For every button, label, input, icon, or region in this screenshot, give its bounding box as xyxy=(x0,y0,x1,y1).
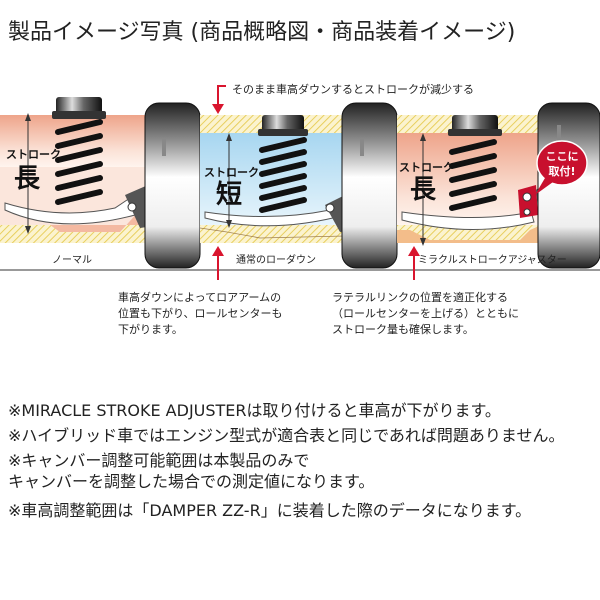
caption-left: 車高ダウンによってロアアームの 位置も下がり、ロールセンターも 下がります。 xyxy=(118,291,283,336)
stroke-value-lowered: 短 xyxy=(216,180,242,210)
note-3b: キャンバーを調整した場合での測定値になります。 xyxy=(8,472,375,491)
suspension-diagram: ストローク 長 ノーマル ストローク 短 通常のローダウン xyxy=(0,85,600,280)
install-here-callout: ここに 取付! xyxy=(535,140,588,195)
note-1: ※MIRACLE STROKE ADJUSTERは取り付けると車高が下がります。 xyxy=(8,401,501,420)
stroke-label-miracle: ストローク xyxy=(399,161,454,174)
stroke-label-lowered: ストローク xyxy=(204,166,259,179)
caption-miracle: ミラクルストロークアジャスター xyxy=(418,254,567,266)
svg-text:ここに: ここに xyxy=(546,150,579,163)
note-2: ※ハイブリッド車ではエンジン型式が適合表と同じであれば問題ありません。 xyxy=(8,426,565,445)
caption-lowered: 通常のローダウン xyxy=(236,253,316,266)
product-notes: ※MIRACLE STROKE ADJUSTERは取り付けると車高が下がります。… xyxy=(8,398,564,523)
caption-right: ラテラルリンクの位置を適正化する （ロールセンターを上げる）とともに ストローク… xyxy=(332,291,519,336)
svg-text:取付!: 取付! xyxy=(548,164,575,178)
stroke-reduction-note: そのまま車高ダウンするとストロークが減少する xyxy=(232,83,474,96)
caption-normal: ノーマル xyxy=(52,255,92,266)
stroke-value-miracle: 長 xyxy=(410,175,437,205)
stroke-value-normal: 長 xyxy=(14,164,41,194)
stroke-label-normal: ストローク xyxy=(6,148,61,161)
note-3: ※キャンバー調整可能範囲は本製品のみで xyxy=(8,451,310,470)
note-4: ※車高調整範囲は「DAMPER ZZ-R」に装着した際のデータになります。 xyxy=(8,501,532,520)
page-title: 製品イメージ写真 (商品概略図・商品装着イメージ) xyxy=(8,20,516,45)
